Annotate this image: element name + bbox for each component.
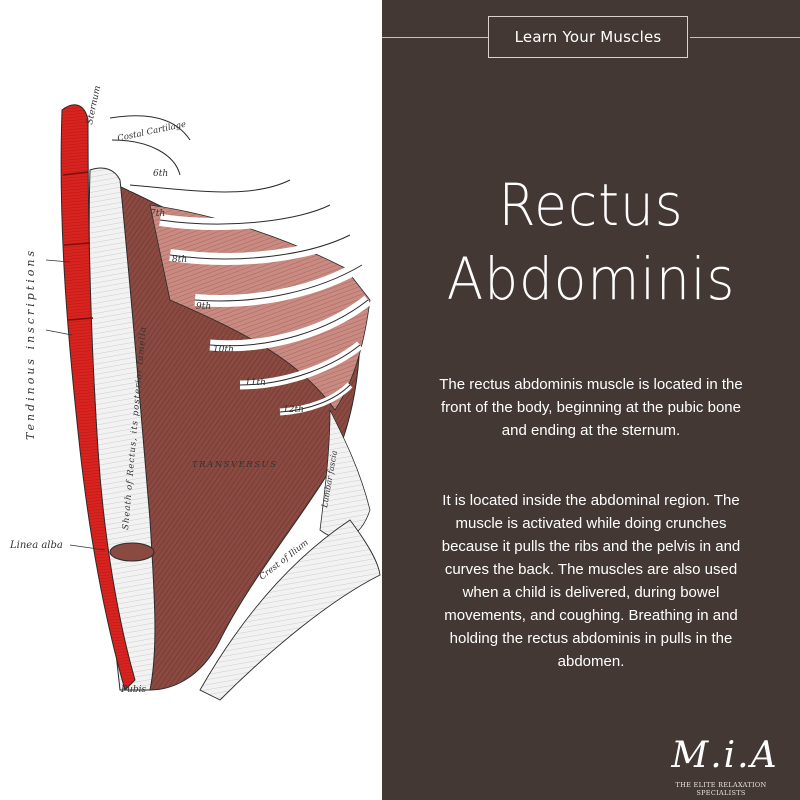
label-costal-cartilage: Costal Cartilage xyxy=(117,120,187,144)
description-paragraph-1: The rectus abdominis muscle is located i… xyxy=(439,376,743,439)
label-rib-10: 10th xyxy=(213,345,234,355)
label-rib-9: 9th xyxy=(196,302,211,312)
logo-tagline: THE ELITE RELAXATION SPECIALISTS xyxy=(675,781,767,797)
label-linea-alba: Linea alba xyxy=(9,540,63,551)
label-sternum: Sternum xyxy=(85,85,103,126)
title-line-1: Rectus xyxy=(498,171,684,239)
ribs xyxy=(109,112,372,416)
page-title: Rectus Abdominis xyxy=(382,168,800,316)
brand-logo: M.i.A THE ELITE RELAXATION SPECIALISTS xyxy=(650,735,792,797)
logo-mark: M.i.A xyxy=(671,735,779,776)
title-line-2: Abdominis xyxy=(446,245,736,313)
label-rib-11: 11th xyxy=(245,378,266,388)
label-pubis: Pubis xyxy=(120,685,146,695)
label-tendinous-inscriptions: Tendinous inscriptions xyxy=(24,248,37,440)
rectus-abdominis-muscle xyxy=(60,104,136,691)
description-paragraph-2: It is located inside the abdominal regio… xyxy=(441,492,741,670)
tendinous-inscription-lines xyxy=(62,171,94,321)
anatomy-illustration: Sternum Costal Cartilage 6th 7th 8th 9th… xyxy=(0,0,382,800)
label-rib-12: 12th xyxy=(283,405,304,415)
linea-alba-section xyxy=(109,542,155,562)
info-panel: Learn Your Muscles Rectus Abdominis The … xyxy=(382,0,800,800)
label-transversus: TRANSVERSUS xyxy=(192,460,278,470)
label-leaders xyxy=(45,259,106,551)
header-divider-left xyxy=(382,37,488,38)
iliac-crest xyxy=(199,519,381,701)
header-label: Learn Your Muscles xyxy=(514,28,662,46)
label-rib-7: 7th xyxy=(150,209,165,219)
header-divider-right xyxy=(690,37,800,38)
label-rib-6: 6th xyxy=(153,169,168,179)
rectus-abdominis-diagram: Sternum Costal Cartilage 6th 7th 8th 9th… xyxy=(9,85,381,701)
label-rib-8: 8th xyxy=(172,255,187,265)
header-badge: Learn Your Muscles xyxy=(488,16,688,58)
